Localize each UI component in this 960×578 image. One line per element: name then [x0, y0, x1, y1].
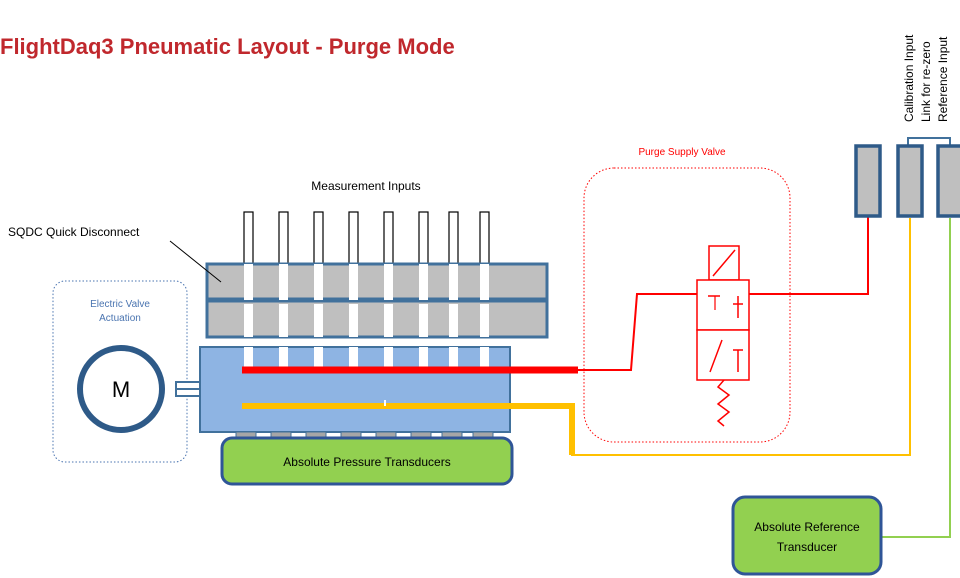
calibration-input-label: Calibration Input: [902, 34, 916, 122]
purge-line: [578, 216, 869, 371]
purge-input-port: [854, 144, 882, 218]
electric-valve-actuation-boundary: [52, 280, 188, 463]
measurement-input-tube: [313, 211, 324, 265]
measurement-input-tube: [348, 211, 359, 265]
electric-valve-label-line1: Electric Valve: [90, 299, 150, 310]
re-zero-link: [907, 137, 951, 145]
measurement-input-tube: [418, 211, 429, 265]
measurement-input-tube: [448, 211, 459, 265]
calibration-input-port: [896, 144, 924, 218]
diagram-title: FlightDaq3 Pneumatic Layout - Purge Mode: [0, 34, 455, 59]
measurement-input-tube: [383, 211, 394, 265]
motor-label: M: [112, 377, 130, 402]
motor-shaft: [175, 381, 201, 397]
sqdc-leader-line: [169, 240, 222, 283]
measurement-input-tube: [278, 211, 289, 265]
calibration-line-heavy: [242, 403, 575, 455]
measurement-inputs-label: Measurement Inputs: [311, 179, 420, 193]
valve-manifold-block: [199, 346, 511, 433]
measurement-input-tube: [479, 211, 490, 265]
art-label-line1: Absolute Reference: [754, 520, 860, 534]
measurement-input-tube: [243, 211, 254, 265]
input-ports: [854, 144, 960, 218]
reference-line: [882, 218, 951, 538]
absolute-pressure-transducers: [220, 436, 514, 486]
purge-supply-valve-label: Purge Supply Valve: [638, 147, 726, 158]
purge-valve-boundary: [583, 167, 791, 443]
apt-label: Absolute Pressure Transducers: [283, 455, 450, 469]
motor-icon: [77, 345, 165, 433]
measurement-input-tubes: [243, 211, 490, 265]
sqdc-quick-disconnect: [205, 262, 549, 339]
re-zero-link-label: Link for re-zero: [919, 41, 933, 122]
reference-input-port: [936, 144, 960, 218]
reference-input-label: Reference Input: [936, 36, 950, 122]
art-label-line2: Transducer: [777, 540, 837, 554]
absolute-reference-transducer: [731, 495, 883, 576]
sqdc-label: SQDC Quick Disconnect: [8, 225, 140, 239]
electric-valve-label-line2: Actuation: [99, 313, 141, 324]
solenoid-valve-symbol: [696, 245, 750, 427]
